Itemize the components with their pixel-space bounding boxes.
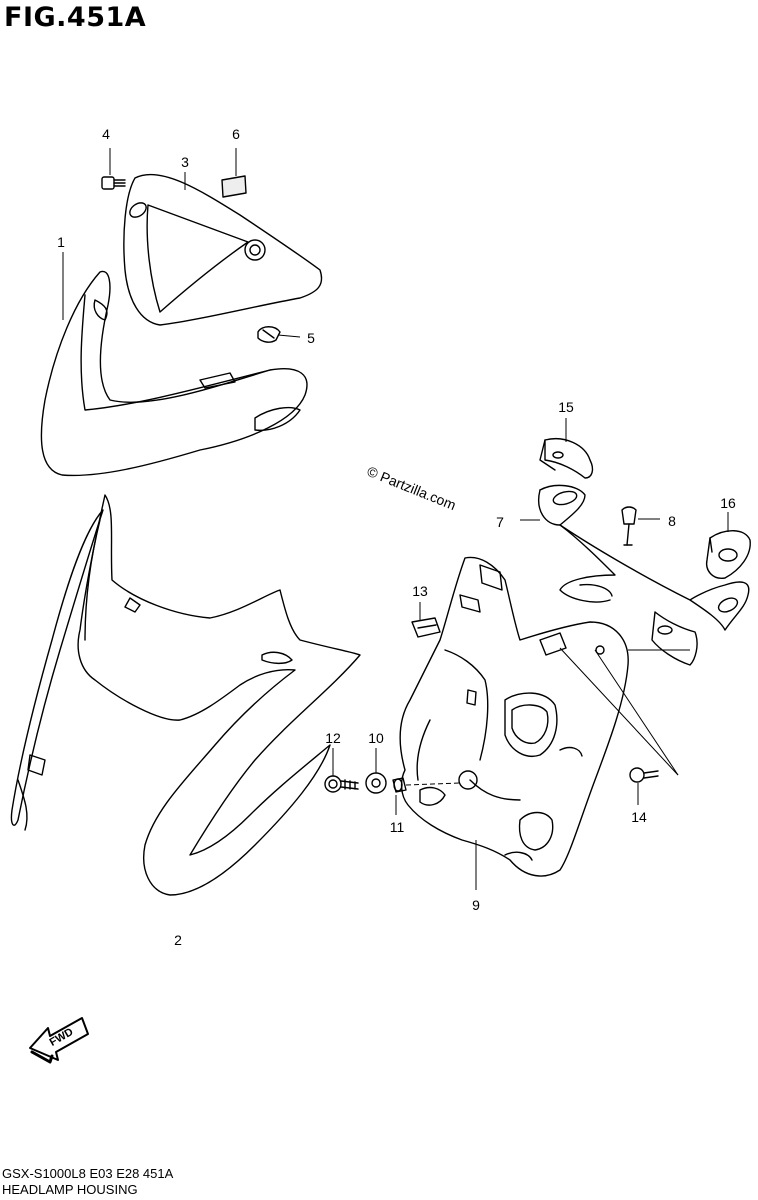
model-code: GSX-S1000L8 E03 E28 451A: [2, 1166, 174, 1181]
callout-11[interactable]: 11: [390, 819, 405, 835]
callout-6[interactable]: 6: [232, 126, 240, 142]
callout-2[interactable]: 2: [174, 932, 182, 948]
part-12-bolt[interactable]: [324, 775, 359, 793]
part-4-bolt[interactable]: [101, 176, 126, 190]
part-1-headlamp-cowl[interactable]: [40, 270, 308, 477]
part-2-face-panel[interactable]: [10, 494, 361, 896]
callout-15[interactable]: 15: [558, 399, 574, 415]
figure-title: FIG.451A: [4, 2, 147, 33]
callout-9[interactable]: 9: [472, 897, 480, 913]
section-title: HEADLAMP HOUSING: [2, 1182, 138, 1197]
part-13-clip-nut[interactable]: [411, 617, 441, 638]
callout-7[interactable]: 7: [496, 514, 504, 530]
callout-4[interactable]: 4: [102, 126, 110, 142]
callout-16[interactable]: 16: [720, 495, 736, 511]
callout-12[interactable]: 12: [325, 730, 341, 746]
leader-lines: [62, 148, 729, 890]
part-10-grommet[interactable]: [365, 772, 387, 794]
callout-14[interactable]: 14: [631, 809, 647, 825]
fwd-arrow-icon: [29, 1017, 89, 1064]
callout-3[interactable]: 3: [181, 154, 189, 170]
callout-5[interactable]: 5: [307, 330, 315, 346]
part-16-small-bracket[interactable]: [705, 530, 751, 579]
part-14-screw[interactable]: [629, 767, 659, 783]
callout-1[interactable]: 1: [57, 234, 65, 250]
callout-labels: 1 2 3 4 5 6 7 8 9 10 11 12 13 14 15 16: [57, 126, 736, 948]
part-7-bracket-arm[interactable]: [538, 484, 750, 666]
callout-10[interactable]: 10: [368, 730, 384, 746]
watermark: © Partzilla.com: [365, 463, 458, 513]
part-11-collar[interactable]: [392, 777, 407, 793]
callout-13[interactable]: 13: [412, 583, 428, 599]
part-15-bracket[interactable]: [539, 438, 594, 479]
part-6-label[interactable]: [221, 175, 247, 198]
part-3-upper-cover[interactable]: [123, 173, 323, 326]
part-9-headlamp-housing[interactable]: [399, 556, 629, 877]
callout-8[interactable]: 8: [668, 513, 676, 529]
part-5-clip-nut[interactable]: [257, 326, 281, 343]
part-8-pin[interactable]: [621, 506, 637, 546]
